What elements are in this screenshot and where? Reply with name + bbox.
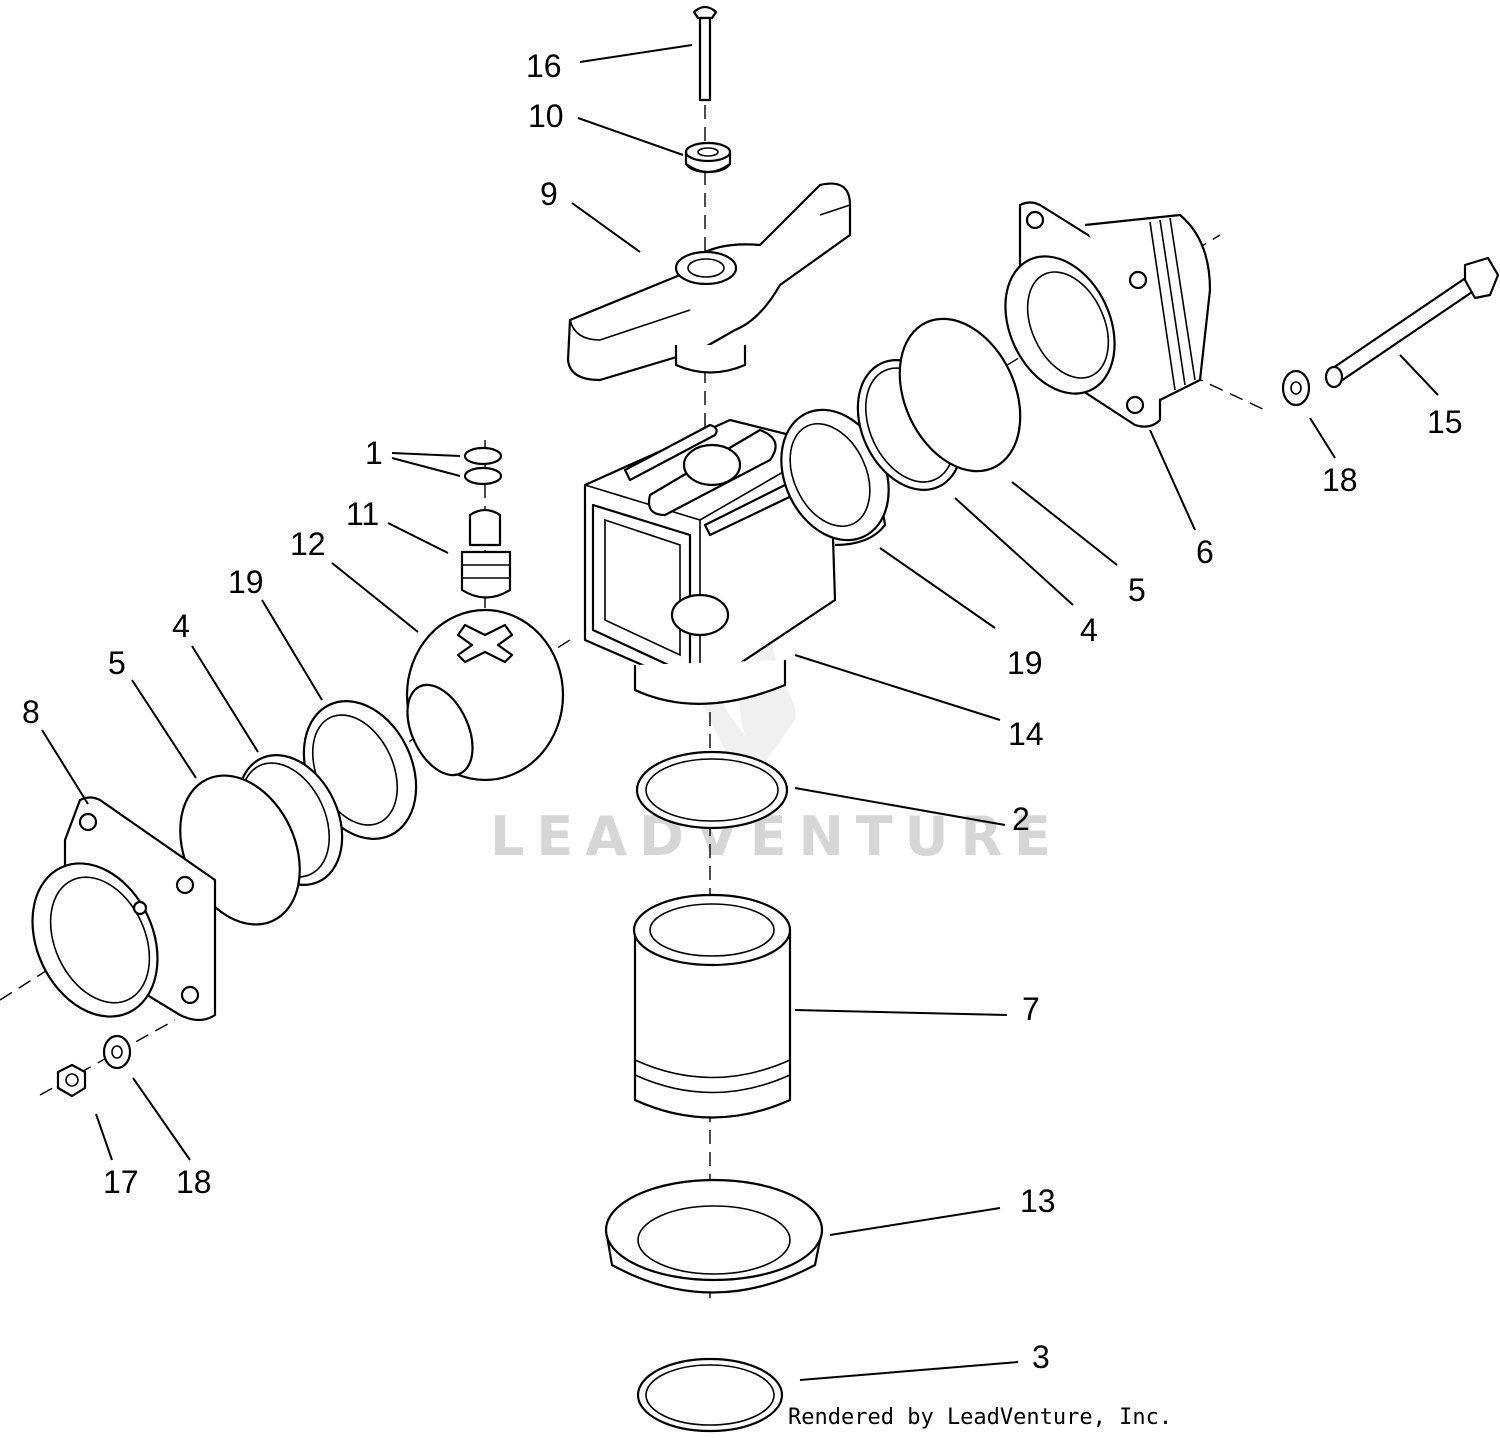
part-2-o-ring: [635, 750, 789, 830]
callout-19-left: 19: [228, 564, 264, 600]
callout-9: 9: [540, 176, 558, 212]
part-10-bushing: [684, 141, 732, 174]
part-19-seal-right: [780, 408, 890, 542]
part-7-tailpiece: [632, 893, 792, 1119]
part-15-bolt: [1324, 256, 1500, 389]
part-18-washer-right: [1281, 369, 1311, 407]
callout-4-right: 4: [1080, 612, 1098, 648]
callout-15: 15: [1427, 404, 1463, 440]
part-17-nut: [56, 1063, 87, 1098]
callout-1: 1: [365, 435, 383, 471]
callout-6: 6: [1196, 534, 1214, 570]
part-1-o-rings: [463, 446, 503, 486]
part-3-o-ring: [636, 1357, 784, 1433]
part-13-union-nut: [604, 1178, 824, 1294]
part-9-handle: [566, 182, 852, 382]
callout-17: 17: [103, 1164, 139, 1200]
callout-10: 10: [528, 98, 564, 134]
callout-labels: 16 10 9 1 11 12 19 4 5 8 17 18 14 19 4 5…: [22, 48, 1463, 1375]
callout-16: 16: [526, 48, 562, 84]
callout-3: 3: [1032, 1339, 1050, 1375]
part-8-end-fitting: [31, 796, 217, 1022]
callout-11: 11: [346, 496, 379, 532]
part-16-screw: [692, 5, 718, 102]
callout-13: 13: [1020, 1183, 1056, 1219]
callout-5-right: 5: [1128, 572, 1146, 608]
callout-18-right: 18: [1322, 462, 1358, 498]
callout-18-left: 18: [176, 1164, 212, 1200]
part-14-valve-body: [583, 418, 887, 705]
callout-14: 14: [1008, 716, 1044, 752]
part-18-washer-left: [102, 1034, 132, 1070]
callout-7: 7: [1022, 991, 1040, 1027]
leader-lines: [41, 44, 1439, 1381]
part-12-ball: [405, 608, 565, 782]
watermark-text: LEADVENTURE: [490, 805, 1063, 868]
callout-12: 12: [290, 526, 326, 562]
callout-19-right: 19: [1007, 645, 1043, 681]
callout-8: 8: [22, 694, 40, 730]
part-6-threaded-fitting: [1004, 201, 1212, 428]
part-5-gasket-right: [898, 317, 1022, 473]
callout-4-left: 4: [172, 608, 190, 644]
callout-5-left: 5: [108, 645, 126, 681]
part-11-stem: [460, 508, 512, 599]
callout-2: 2: [1012, 801, 1030, 837]
credit-text: Rendered by LeadVenture, Inc.: [788, 1405, 1172, 1430]
